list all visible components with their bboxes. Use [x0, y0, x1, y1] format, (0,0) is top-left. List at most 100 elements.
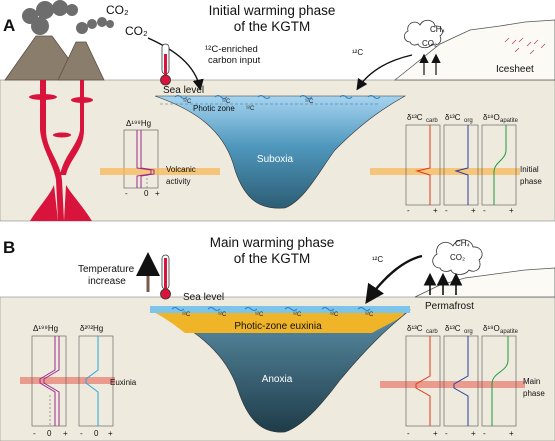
- anoxia-label: Anoxia: [262, 374, 293, 385]
- carb-box-a: [405, 124, 441, 206]
- suboxia-label: Suboxia: [257, 154, 294, 165]
- svg-text:+: +: [108, 429, 113, 438]
- carbon-input-line2: carbon input: [208, 55, 261, 66]
- co2-label-mid: CO₂: [125, 24, 148, 38]
- cloud-icon-a: [404, 19, 443, 49]
- title-b-line1: Main warming phase: [210, 235, 335, 250]
- hg199-box-b: [31, 335, 67, 427]
- title-a-line1: Initial warming phase: [209, 3, 336, 18]
- svg-text:0: 0: [144, 189, 149, 198]
- temperature-label2: increase: [88, 276, 126, 287]
- panel-a: ¹²C ¹²C ¹²C ¹²C Photic zone Suboxia Sea …: [0, 0, 555, 222]
- carbon-input-arrow: [147, 37, 204, 91]
- svg-text:-: -: [445, 206, 448, 215]
- c12-label: ¹²C: [222, 99, 231, 105]
- sea-level-label-a: Sea level: [163, 85, 204, 96]
- title-a-line2: of the KGTM: [234, 19, 311, 34]
- event-band-b-right: [380, 381, 525, 388]
- svg-text:¹²C: ¹²C: [330, 312, 339, 318]
- panel-a-letter: A: [3, 16, 15, 35]
- svg-text:-: -: [407, 206, 410, 215]
- ch4-label-b: CH₄: [455, 239, 470, 248]
- svg-text:+: +: [509, 429, 514, 438]
- magma-branch: [60, 80, 84, 175]
- c12-label: ¹²C: [305, 99, 314, 105]
- icesheet-mountain: [393, 19, 555, 81]
- icesheet-label: Icesheet: [496, 64, 534, 75]
- svg-text:-: -: [80, 429, 83, 438]
- svg-text:δ¹⁸O: δ¹⁸O: [483, 324, 500, 333]
- initial-phase-label2: phase: [520, 177, 542, 186]
- ocean-basin-b: [149, 309, 411, 433]
- permafrost-label: Permafrost: [425, 301, 474, 312]
- apatite-box-a: [481, 124, 517, 206]
- ch4-label-a: CH₄: [430, 25, 445, 34]
- svg-text:¹²C: ¹²C: [365, 312, 374, 318]
- svg-text:apatite: apatite: [500, 329, 519, 335]
- svg-text:δ¹³C: δ¹³C: [445, 113, 461, 122]
- carbon-input-line1: ¹²C-enriched: [205, 44, 258, 55]
- magma-sill: [29, 94, 57, 100]
- euxinia-label: Euxinia: [110, 378, 137, 387]
- svg-text:+: +: [433, 206, 438, 215]
- svg-text:apatite: apatite: [500, 118, 519, 124]
- svg-text:-: -: [483, 429, 486, 438]
- svg-text:+: +: [155, 189, 160, 198]
- thermometer-icon: [160, 43, 171, 86]
- c12-label: ¹²C: [183, 99, 192, 105]
- event-band-a-left: [100, 168, 220, 175]
- svg-text:+: +: [63, 429, 68, 438]
- svg-text:¹²C: ¹²C: [182, 312, 191, 318]
- title-b-line2: of the KGTM: [234, 251, 311, 266]
- cloud-icon-b: [432, 239, 483, 275]
- svg-text:δ¹⁸O: δ¹⁸O: [483, 113, 500, 122]
- svg-text:¹²C: ¹²C: [293, 312, 302, 318]
- svg-text:δ²⁰²Hg: δ²⁰²Hg: [80, 324, 103, 333]
- co2-cloud-label-b: CO₂: [450, 253, 465, 262]
- svg-text:carb: carb: [426, 118, 438, 124]
- euxinia-zone: [150, 308, 410, 333]
- temperature-label1: Temperature: [78, 264, 135, 275]
- svg-text:-: -: [33, 429, 36, 438]
- ocean-basin-a: [154, 95, 407, 209]
- svg-text:+: +: [433, 429, 438, 438]
- svg-text:δ¹³C: δ¹³C: [407, 113, 423, 122]
- hg-curve-a: [136, 130, 152, 188]
- svg-text:0: 0: [47, 429, 52, 438]
- volcano-smoke: [22, 0, 114, 35]
- svg-text:+: +: [471, 429, 476, 438]
- main-phase-label1: Main: [523, 377, 540, 386]
- svg-text:+: +: [471, 206, 476, 215]
- waves-b: [171, 307, 371, 311]
- waves-a: [174, 95, 381, 99]
- event-band-a-right: [370, 168, 520, 175]
- svg-text:org: org: [464, 118, 473, 124]
- photic-zone-euxinia-label: Photic-zone euxinia: [234, 321, 322, 332]
- svg-text:-: -: [445, 429, 448, 438]
- c12-arrow-b: [365, 254, 423, 304]
- volcano-small: [57, 41, 105, 81]
- svg-text:Δ¹⁹⁹Hg: Δ¹⁹⁹Hg: [33, 324, 58, 333]
- hg-header-a: Δ¹⁹⁹Hg: [126, 119, 151, 128]
- c12-label: ¹²C: [246, 106, 255, 112]
- permafrost-mountain: [414, 267, 555, 298]
- photic-zone-label: Photic zone: [193, 104, 235, 113]
- co2-cloud-label-a: CO₂: [422, 39, 437, 48]
- svg-text:-: -: [483, 206, 486, 215]
- co2-label-top: CO₂: [106, 3, 129, 17]
- svg-text:+: +: [509, 206, 514, 215]
- svg-text:¹²C: ¹²C: [255, 312, 264, 318]
- svg-text:0: 0: [94, 429, 99, 438]
- thermometer-icon: [160, 254, 171, 300]
- volcanic-activity-label2: activity: [166, 177, 190, 186]
- svg-text:δ¹³C: δ¹³C: [445, 324, 461, 333]
- svg-text:¹²C: ¹²C: [218, 312, 227, 318]
- sea-level-label-b: Sea level: [183, 292, 224, 303]
- hg202-box-b: [78, 335, 114, 427]
- main-phase-label2: phase: [523, 389, 545, 398]
- panel-b: ¹²C ¹²C ¹²C ¹²C ¹²C ¹²C Photic-zone euxi…: [0, 235, 555, 441]
- c12-arrow-a: [356, 54, 413, 91]
- svg-text:carb: carb: [426, 329, 438, 335]
- svg-text:-: -: [125, 189, 128, 198]
